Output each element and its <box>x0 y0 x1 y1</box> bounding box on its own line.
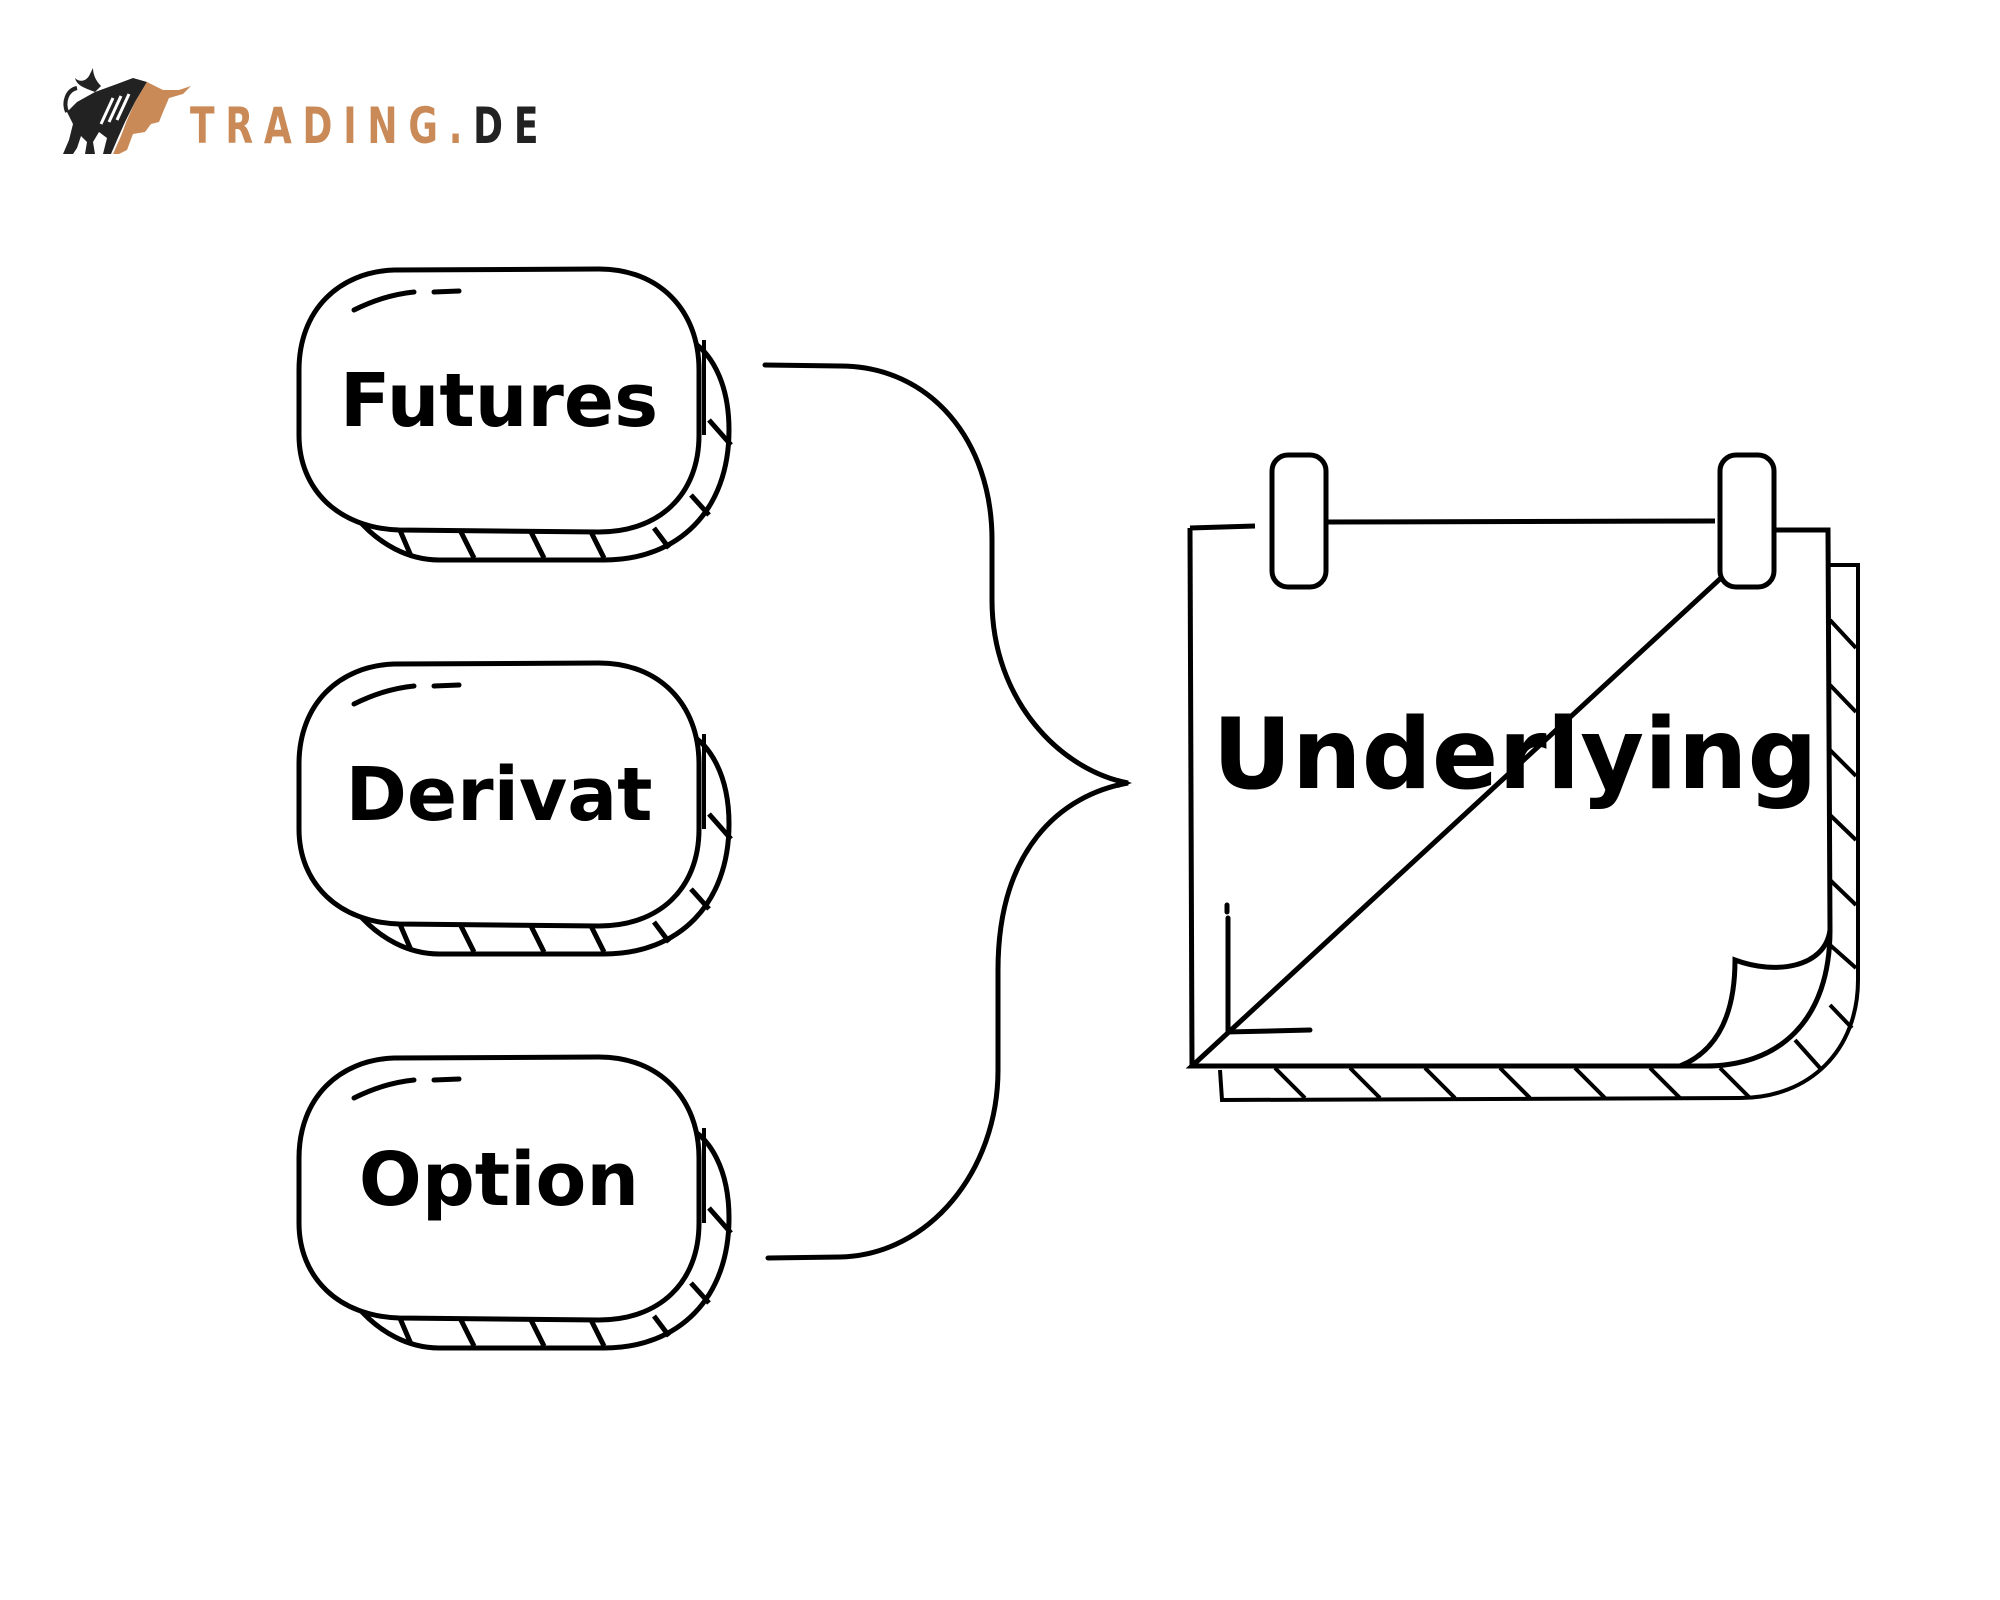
logo-brand: TRADING. <box>190 97 474 155</box>
curly-brace-connector <box>762 362 1129 1261</box>
bull-icon <box>63 68 191 154</box>
ring-left <box>1269 452 1329 590</box>
trading-de-logo: TRADING.DE <box>55 62 555 157</box>
node-derivat-label: Derivat <box>345 752 653 838</box>
node-futures-label: Futures <box>339 358 659 444</box>
logo-wordmark: TRADING.DE <box>190 96 549 156</box>
ring-right <box>1717 452 1777 590</box>
logo-tld: DE <box>473 97 550 155</box>
node-option-label: Option <box>358 1137 640 1223</box>
notepad-underlying <box>1185 452 1860 1103</box>
target-underlying-label: Underlying <box>1212 698 1818 812</box>
